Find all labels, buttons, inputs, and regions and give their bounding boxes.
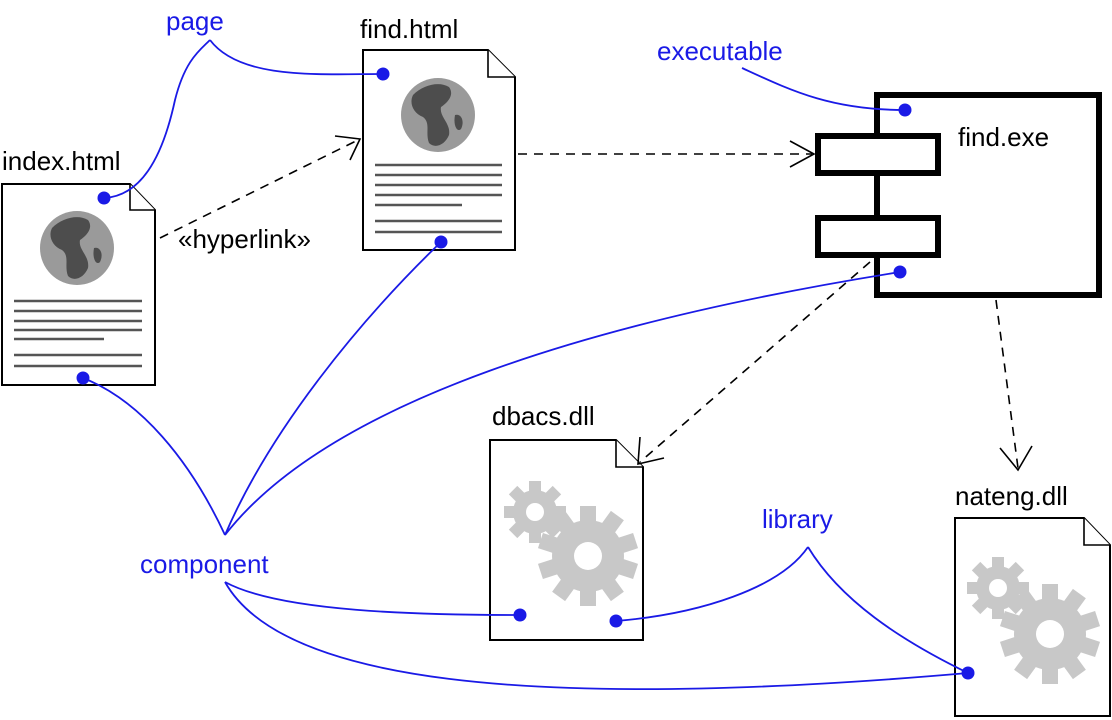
dot-find-page xyxy=(376,67,390,81)
gear-icon xyxy=(967,557,1029,619)
component-port-bottom xyxy=(815,215,941,258)
dot-dbacs-library xyxy=(609,614,623,628)
globe-icon xyxy=(401,78,475,152)
annotation-lines xyxy=(82,39,969,691)
executable-annotation: executable xyxy=(657,36,783,66)
gear-icon xyxy=(999,584,1101,684)
gear-icon xyxy=(537,506,639,606)
dbacs-dll-artifact xyxy=(489,439,644,641)
dot-find-component xyxy=(434,235,448,249)
annotation-dots xyxy=(76,67,975,680)
find-exe-component xyxy=(815,92,1102,298)
page-note-line-find xyxy=(209,39,384,76)
hyperlink-stereotype: «hyperlink» xyxy=(178,224,311,254)
executable-note-line xyxy=(741,67,906,111)
library-note-line-dbacs xyxy=(615,546,809,622)
component-port-top xyxy=(815,133,941,176)
find-exe-to-dbacs-dependency xyxy=(637,261,871,466)
gear-icon xyxy=(504,481,566,543)
dot-dbacs-component xyxy=(513,608,527,622)
dot-exe-executable xyxy=(898,103,912,117)
find-html-to-find-exe-dependency xyxy=(518,140,816,168)
hyperlink-dependency xyxy=(159,135,362,239)
find-exe-name: find.exe xyxy=(958,122,1049,152)
dbacs-dll-name: dbacs.dll xyxy=(492,401,595,431)
globe-icon xyxy=(40,211,114,285)
component-note-line-find xyxy=(224,241,442,536)
component-note-line-exe xyxy=(224,271,901,536)
find-html-artifact xyxy=(362,49,516,251)
dot-nateng xyxy=(961,666,975,680)
component-note-line-index xyxy=(82,377,226,536)
find-exe-to-nateng-dependency xyxy=(995,299,1033,472)
nateng-dll-artifact xyxy=(954,517,1111,717)
dot-index-component xyxy=(76,371,90,385)
nateng-dll-name: nateng.dll xyxy=(955,481,1068,511)
find-html-name: find.html xyxy=(360,14,458,44)
page-note-line-index xyxy=(103,39,211,199)
component-note-line-nateng xyxy=(224,581,969,691)
library-note-line-nateng xyxy=(807,546,969,674)
component-annotation: component xyxy=(140,549,269,579)
library-annotation: library xyxy=(762,504,833,534)
index-html-artifact xyxy=(1,183,156,386)
dot-exe-component xyxy=(893,265,907,279)
page-annotation: page xyxy=(166,6,224,36)
component-note-line-dbacs xyxy=(224,581,521,616)
dot-index-page xyxy=(97,191,111,205)
index-html-name: index.html xyxy=(2,146,121,176)
